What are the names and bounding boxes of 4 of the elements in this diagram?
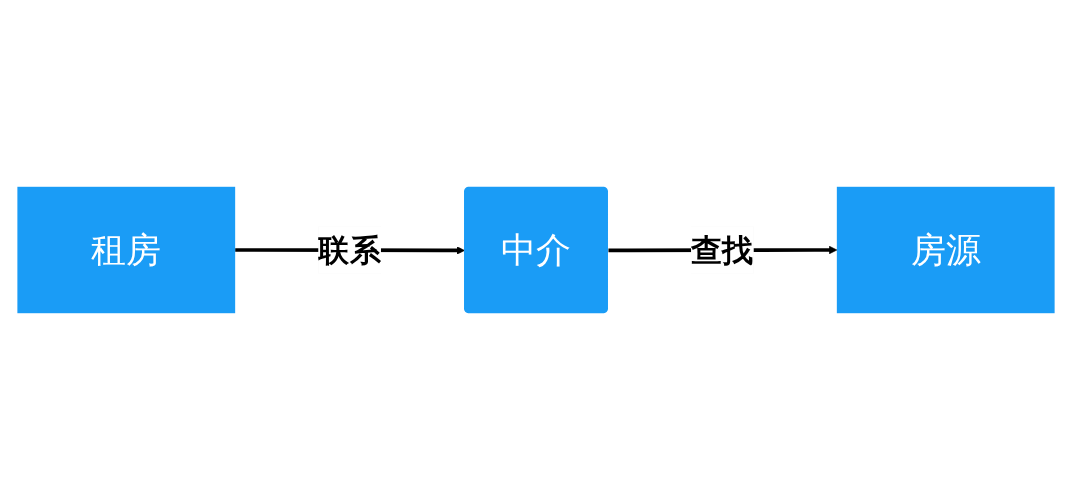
node-box: 中介 bbox=[464, 186, 608, 314]
node-box: 租房 bbox=[17, 186, 236, 314]
node-box: 房源 bbox=[836, 186, 1055, 314]
edge-label: 查找 bbox=[691, 231, 754, 268]
